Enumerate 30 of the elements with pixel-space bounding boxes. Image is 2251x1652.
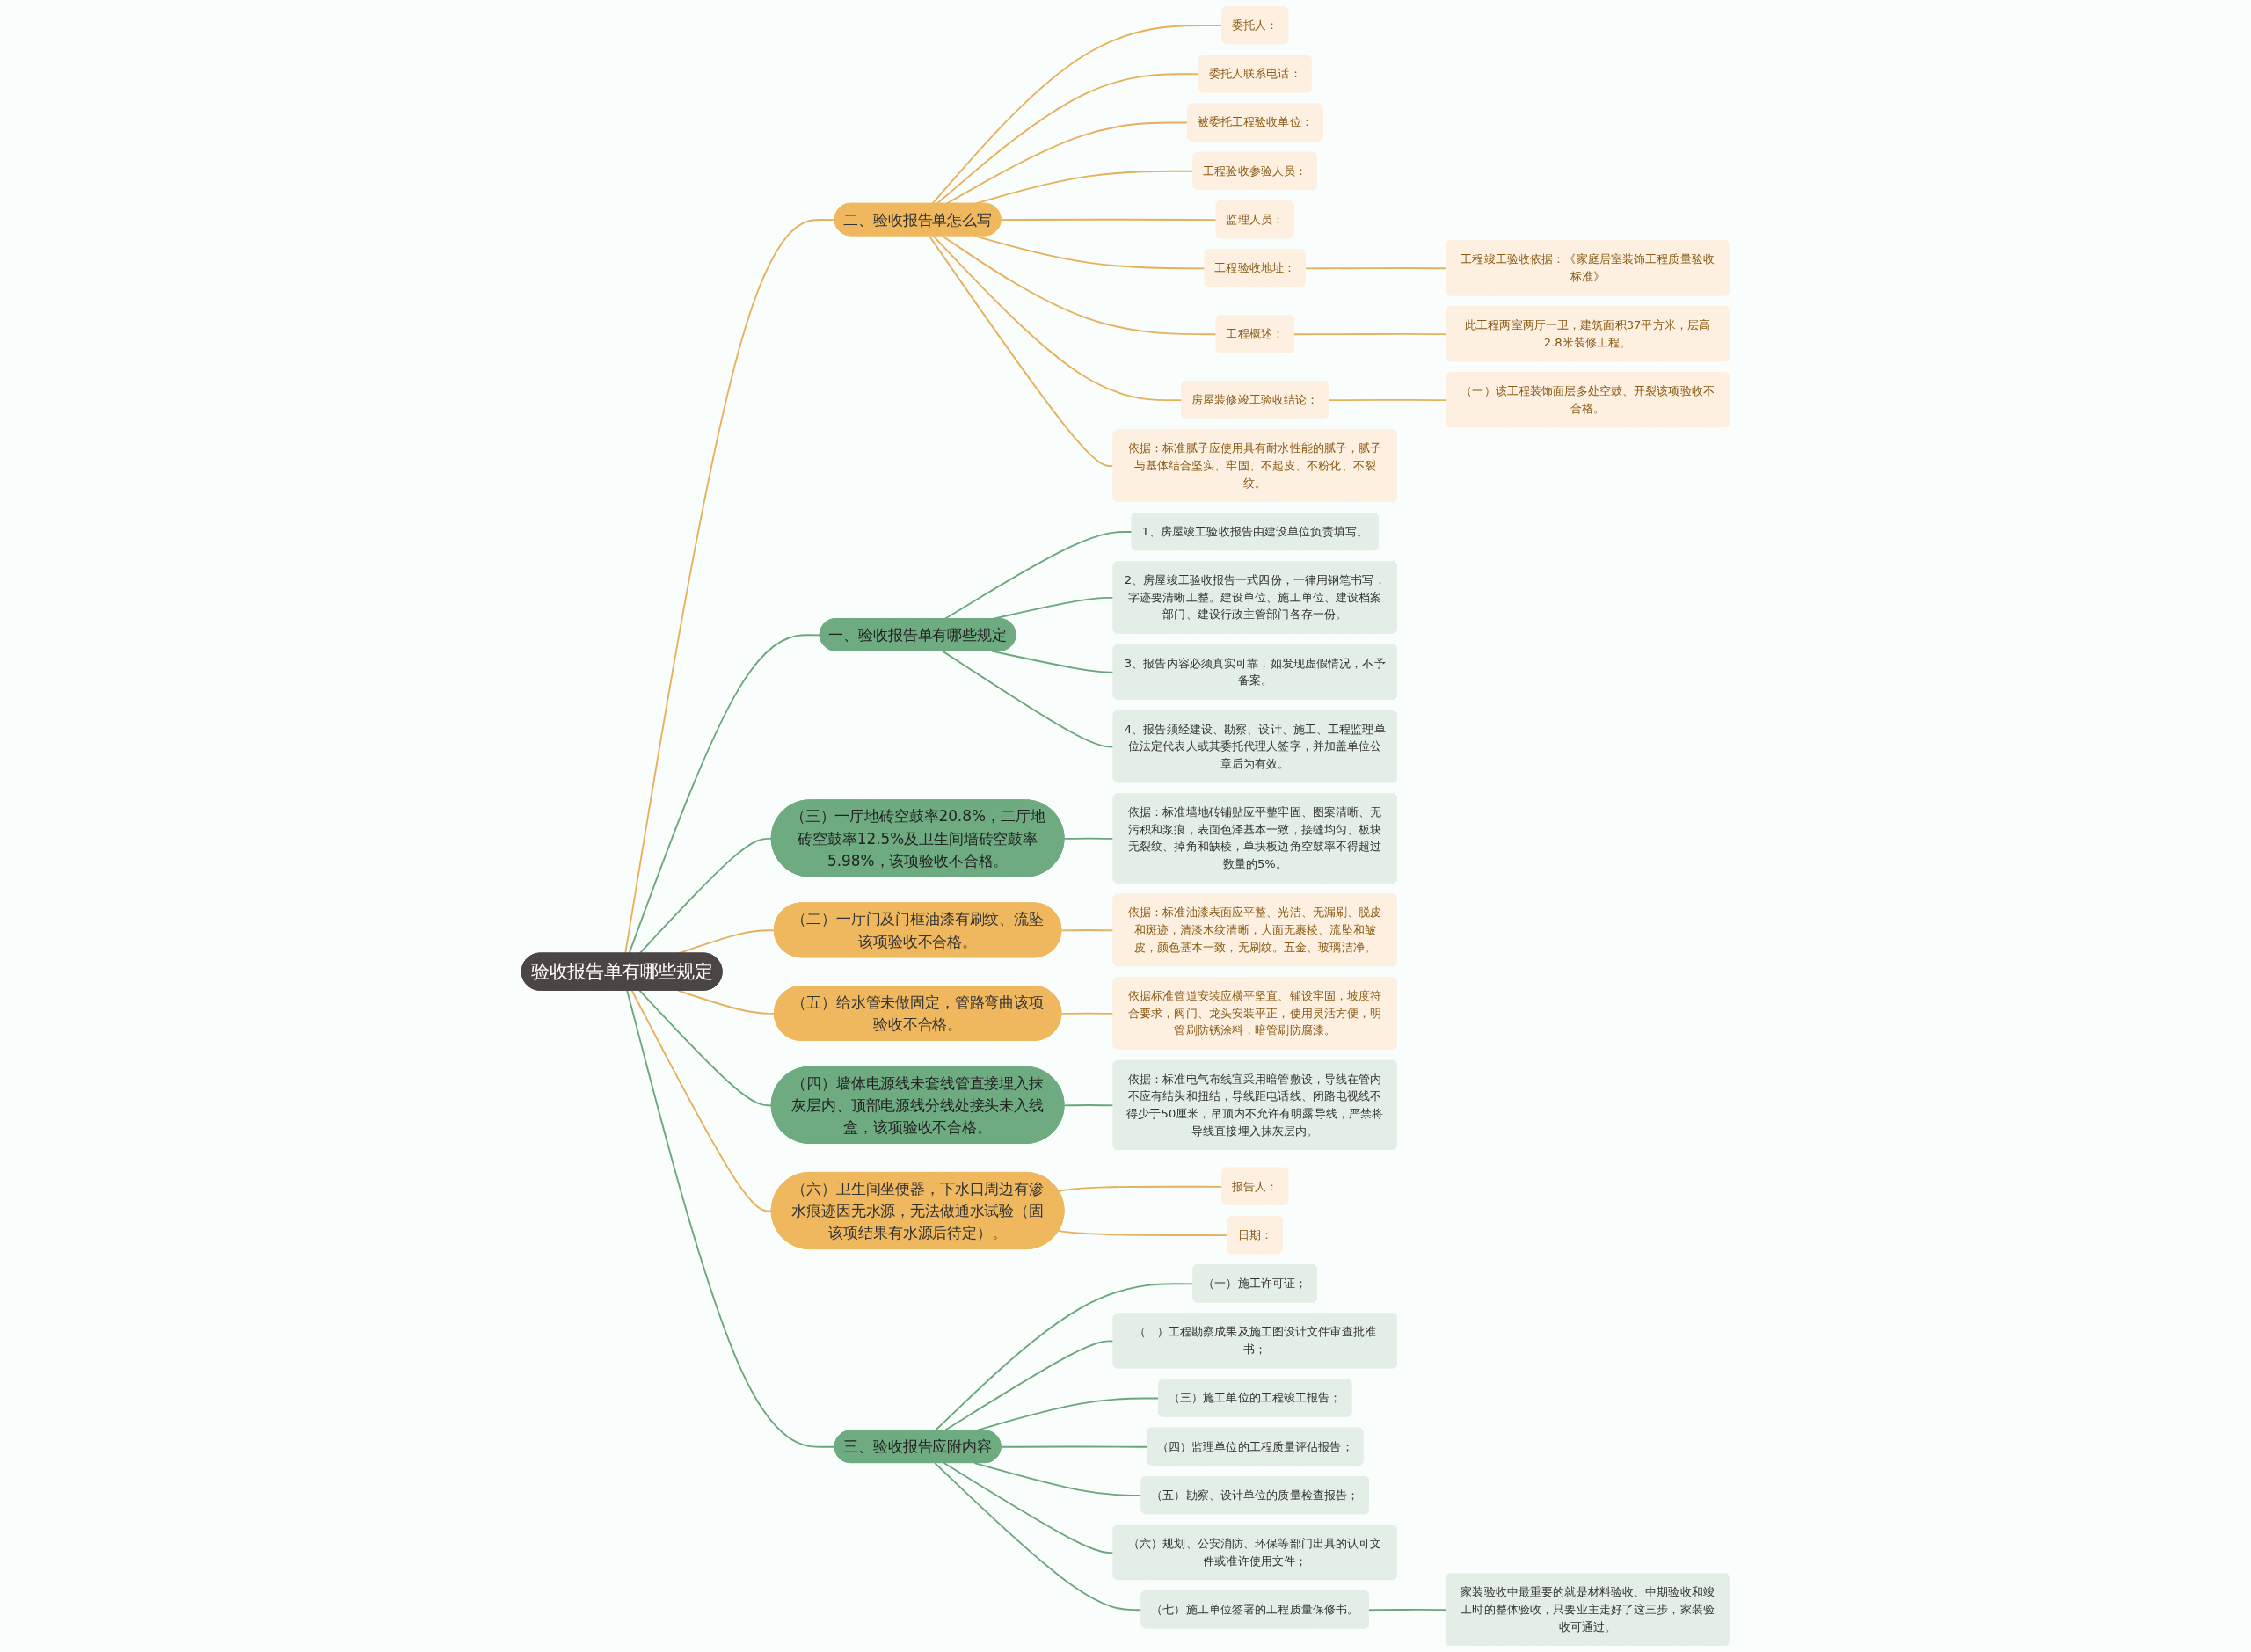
connector	[1368, 1609, 1447, 1612]
connector	[1063, 1104, 1115, 1107]
connector	[936, 73, 1200, 205]
connector	[1000, 218, 1218, 221]
connector	[1304, 267, 1447, 270]
connector	[1060, 929, 1115, 932]
connector	[626, 989, 836, 1448]
connector	[1058, 1230, 1229, 1237]
connector	[624, 219, 836, 955]
connector	[1000, 1445, 1148, 1448]
connector	[941, 235, 1218, 336]
connector	[934, 1462, 1143, 1612]
connector	[638, 989, 773, 1107]
connector	[943, 1462, 1115, 1554]
connector	[973, 1462, 1143, 1496]
connector	[942, 650, 1115, 748]
connector	[928, 235, 1115, 468]
connector	[973, 235, 1206, 270]
connector	[628, 634, 821, 955]
connector	[677, 989, 776, 1015]
connector	[1328, 398, 1447, 402]
connector	[630, 989, 773, 1212]
connector	[638, 837, 773, 955]
connector	[1063, 837, 1115, 840]
connector	[934, 1283, 1195, 1432]
connector	[945, 121, 1189, 205]
connector	[943, 1340, 1115, 1432]
connector	[943, 531, 1133, 620]
connector	[1060, 1012, 1115, 1015]
connector	[1293, 333, 1447, 336]
